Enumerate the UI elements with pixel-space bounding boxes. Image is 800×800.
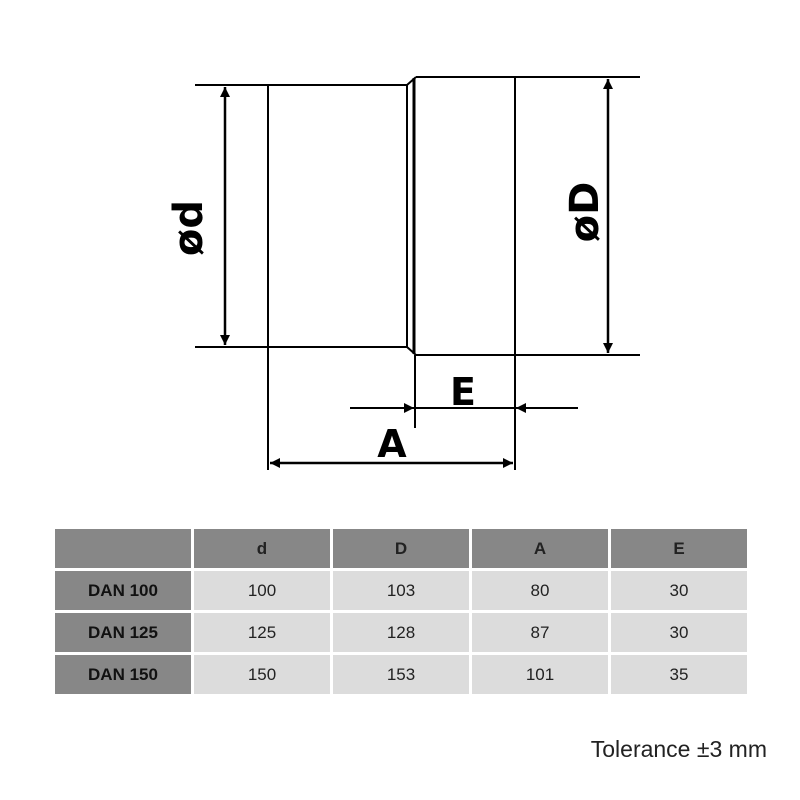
model-name: DAN 125 xyxy=(55,613,191,652)
label-d: ød xyxy=(166,200,212,256)
cell-d: 150 xyxy=(194,655,330,694)
label-D: øD xyxy=(562,182,608,243)
cell-A: 87 xyxy=(472,613,608,652)
cell-D: 128 xyxy=(333,613,469,652)
small-cylinder xyxy=(195,84,408,470)
header-d: d xyxy=(194,529,330,568)
model-name: DAN 150 xyxy=(55,655,191,694)
table-row: DAN 150 150 153 101 35 xyxy=(55,655,747,694)
header-A: A xyxy=(472,529,608,568)
header-D: D xyxy=(333,529,469,568)
duct-connector-drawing: ød øD E A xyxy=(166,76,640,470)
large-cylinder xyxy=(414,76,640,470)
cell-E: 35 xyxy=(611,655,747,694)
cell-E: 30 xyxy=(611,613,747,652)
table-row: DAN 125 125 128 87 30 xyxy=(55,613,747,652)
cell-D: 153 xyxy=(333,655,469,694)
header-E: E xyxy=(611,529,747,568)
cell-A: 101 xyxy=(472,655,608,694)
table-row: DAN 100 100 103 80 30 xyxy=(55,571,747,610)
dimensions-table: d D A E DAN 100 100 103 80 30 DAN 125 12… xyxy=(52,526,750,697)
cell-d: 125 xyxy=(194,613,330,652)
model-name: DAN 100 xyxy=(55,571,191,610)
cell-E: 30 xyxy=(611,571,747,610)
label-E: E xyxy=(450,370,476,414)
table-header-row: d D A E xyxy=(55,529,747,568)
tolerance-note: Tolerance ±3 mm xyxy=(590,736,767,762)
cell-A: 80 xyxy=(472,571,608,610)
chamfer-bead xyxy=(406,76,417,356)
cell-d: 100 xyxy=(194,571,330,610)
label-A: A xyxy=(377,422,407,466)
header-empty xyxy=(55,529,191,568)
cell-D: 103 xyxy=(333,571,469,610)
